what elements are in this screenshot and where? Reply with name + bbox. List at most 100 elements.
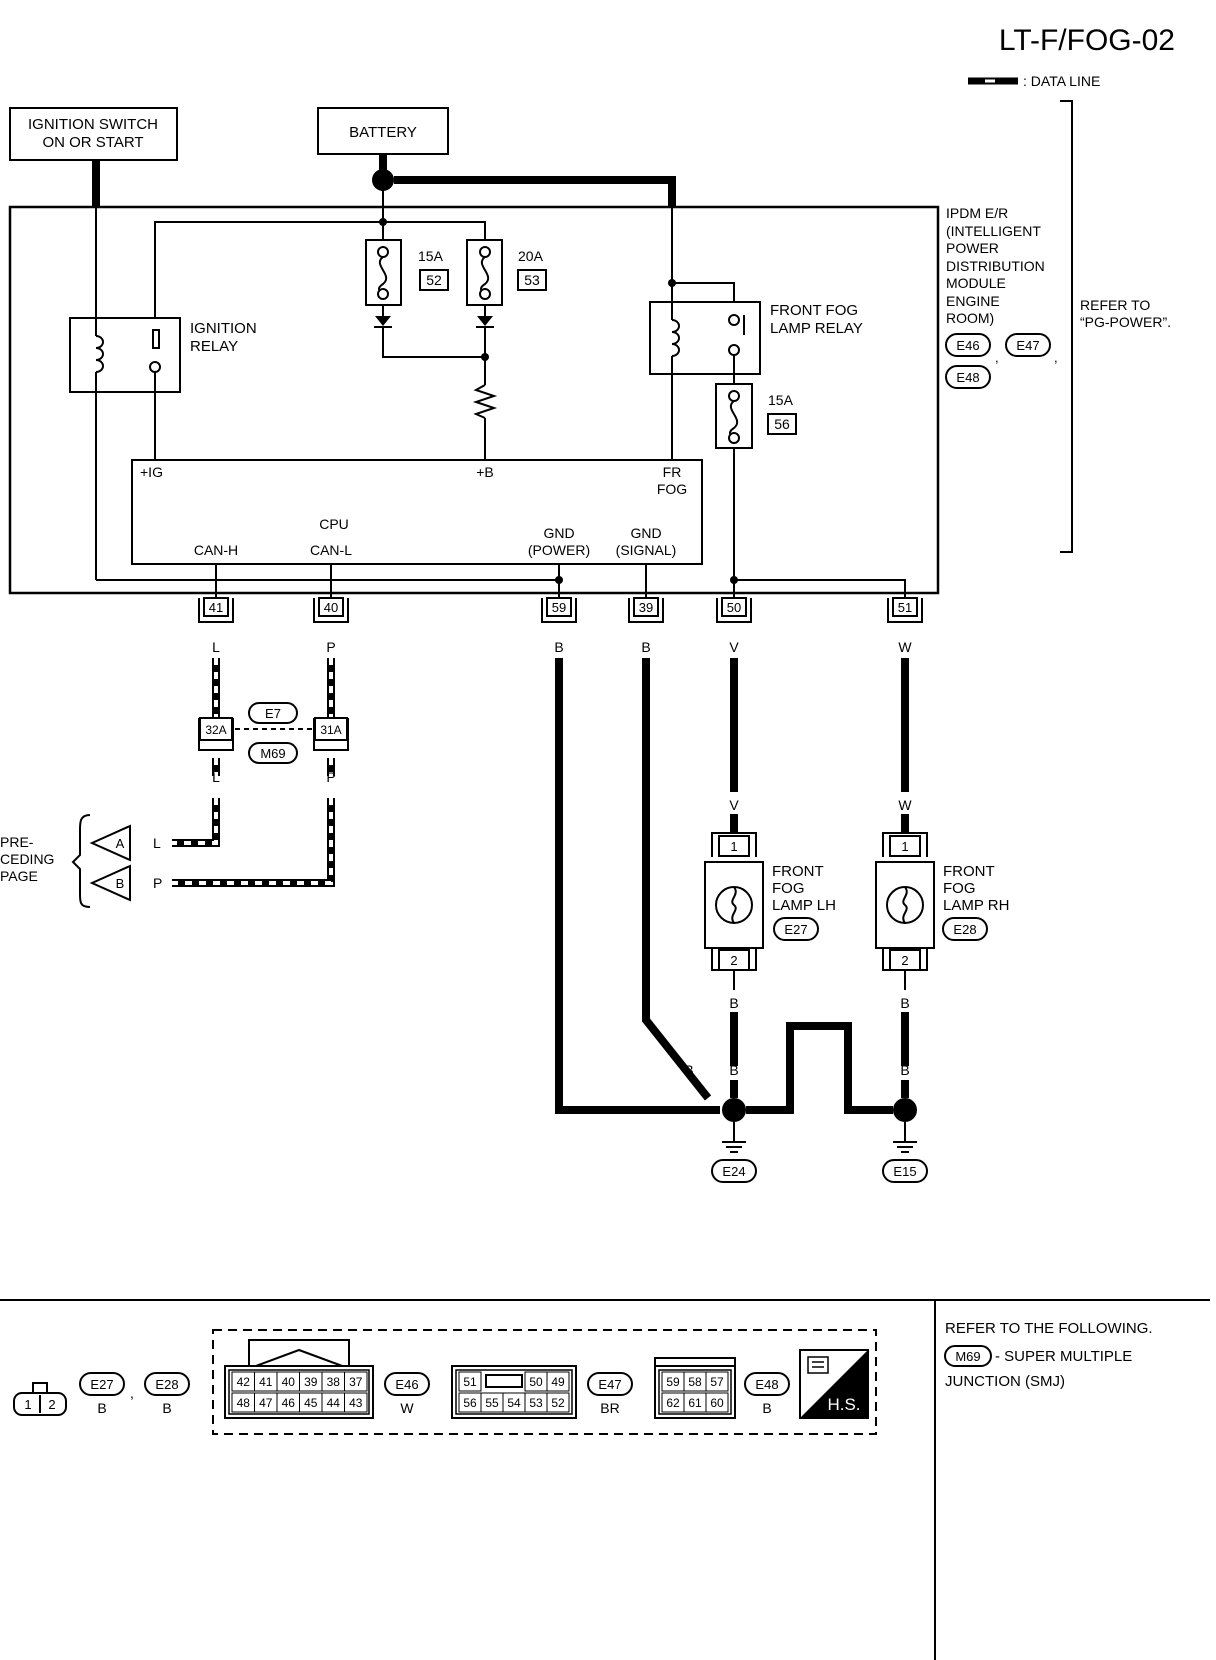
svg-text:CEDING: CEDING (0, 851, 54, 867)
svg-text:H.S.: H.S. (827, 1395, 860, 1414)
svg-text:P: P (326, 769, 335, 785)
ipdm-label: IPDM E/R (INTELLIGENT POWER DISTRIBUTION… (946, 205, 1045, 326)
ground-e15: E15 (882, 1098, 928, 1183)
svg-text:V: V (729, 797, 739, 813)
page-title: LT-F/FOG-02 (999, 24, 1175, 57)
front-fog-lamp-relay: FRONT FOG LAMP RELAY (649, 301, 863, 375)
svg-text:E46: E46 (956, 338, 979, 353)
svg-text:20A: 20A (518, 248, 544, 264)
svg-text:52: 52 (426, 272, 442, 288)
ipdm-bracket (1060, 100, 1073, 553)
ipdm-module-box (8, 205, 940, 595)
pin-number: 37 (349, 1375, 363, 1389)
svg-text:B: B (729, 995, 738, 1011)
battery-label: BATTERY (349, 124, 417, 141)
terminal-39: 39 (628, 597, 664, 623)
pin-number: 42 (237, 1375, 251, 1389)
svg-text:,: , (995, 350, 999, 365)
svg-text:E48: E48 (956, 370, 979, 385)
pin-number: 60 (710, 1396, 724, 1410)
refer-m69-pill (944, 1345, 992, 1367)
svg-text:40: 40 (324, 600, 338, 615)
terminal-51: 51 (887, 597, 923, 623)
svg-text:W: W (400, 1400, 414, 1416)
svg-text:P: P (326, 639, 335, 655)
svg-text:E46: E46 (395, 1377, 418, 1392)
svg-text:59: 59 (552, 600, 566, 615)
pin-number: 51 (463, 1375, 477, 1389)
svg-text:LAMP RH: LAMP RH (943, 897, 1009, 914)
pin-number: 48 (237, 1396, 251, 1410)
svg-text:50: 50 (727, 600, 741, 615)
pin-cell (344, 1392, 368, 1413)
svg-text:FOG: FOG (657, 481, 687, 497)
smj-connector: 32A 31A E7 M69 (198, 702, 349, 764)
svg-text:POWER: POWER (946, 240, 999, 256)
svg-text:(SIGNAL): (SIGNAL) (616, 542, 677, 558)
svg-text:FOG: FOG (772, 880, 805, 897)
svg-text:M69: M69 (955, 1349, 980, 1364)
svg-text:L: L (153, 835, 161, 851)
svg-text:E47: E47 (598, 1377, 621, 1392)
svg-text:FR: FR (663, 464, 682, 480)
svg-text:CPU: CPU (319, 516, 349, 532)
pin-number: 52 (551, 1396, 565, 1410)
connector-id-e46: E46 W (384, 1372, 430, 1416)
pin-number: 38 (327, 1375, 341, 1389)
hs-badge-icon: H.S. (799, 1349, 869, 1419)
svg-text:V: V (729, 639, 739, 655)
svg-text:L: L (212, 639, 220, 655)
two-pin-connector-face: 1 2 (13, 1382, 67, 1416)
fuse-53: 20A 53 (466, 239, 547, 306)
front-fog-lamp-rh: 1 2 FRONT FOG LAMP RH E28 (875, 832, 1009, 971)
svg-text:B: B (684, 1062, 693, 1078)
svg-text:B: B (762, 1400, 771, 1416)
svg-text:P: P (153, 875, 162, 891)
svg-text:DISTRIBUTION: DISTRIBUTION (946, 258, 1045, 274)
pin-number: 56 (463, 1396, 477, 1410)
svg-text:31A: 31A (320, 723, 341, 737)
svg-text:51: 51 (898, 600, 912, 615)
pin-number: 44 (327, 1396, 341, 1410)
svg-text:B: B (116, 876, 125, 891)
svg-text:(INTELLIGENT: (INTELLIGENT (946, 223, 1041, 239)
connector-id-e48: E48 B (744, 1372, 790, 1416)
svg-text:W: W (898, 639, 912, 655)
refer-smj-line2: JUNCTION (SMJ) (945, 1373, 1065, 1390)
pin-number: 45 (304, 1396, 318, 1410)
svg-text:W: W (898, 797, 912, 813)
connector-id-e47: E47 BR (587, 1372, 633, 1416)
pin-number: 62 (666, 1396, 680, 1410)
refer-pg-power-line1: REFER TO (1080, 297, 1150, 313)
svg-text:15A: 15A (768, 392, 794, 408)
svg-text:ROOM): ROOM) (946, 310, 994, 326)
pin-number: 47 (259, 1396, 273, 1410)
svg-text:B: B (97, 1400, 106, 1416)
pin-number: 53 (529, 1396, 543, 1410)
svg-text:32A: 32A (205, 723, 226, 737)
resistor (472, 384, 498, 419)
ignition-switch-line2: ON OR START (42, 134, 143, 151)
pin-number: 46 (282, 1396, 296, 1410)
svg-text:,: , (1054, 350, 1058, 365)
ignition-relay: IGNITION RELAY (69, 317, 257, 393)
battery-box: BATTERY (317, 107, 449, 155)
connector-id-e28: E28 B (144, 1372, 190, 1416)
pin-number: 40 (282, 1375, 296, 1389)
svg-text:B: B (729, 1062, 738, 1078)
legend-label: : DATA LINE (1023, 73, 1100, 89)
ground-e24: E24 (711, 1098, 757, 1183)
svg-text:B: B (641, 639, 650, 655)
svg-text:FOG: FOG (943, 880, 976, 897)
svg-text:FRONT: FRONT (772, 863, 824, 880)
svg-text:1: 1 (24, 1397, 31, 1412)
svg-text:ENGINE: ENGINE (946, 293, 1000, 309)
svg-text:B: B (900, 995, 909, 1011)
svg-text:CAN-H: CAN-H (194, 542, 238, 558)
svg-text:(POWER): (POWER) (528, 542, 590, 558)
